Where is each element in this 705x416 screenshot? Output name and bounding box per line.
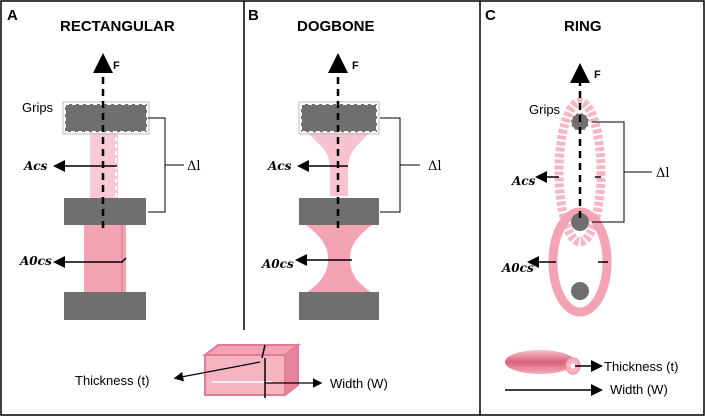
thickness-label-rect: Thickness (t) bbox=[75, 373, 149, 388]
force-label-c: F bbox=[594, 69, 601, 81]
grips-label-c: Grips bbox=[529, 102, 561, 117]
thickness-tick bbox=[261, 344, 266, 359]
panel-a-letter: A bbox=[7, 7, 18, 24]
rectangular-sample bbox=[84, 225, 126, 293]
delta-l-bracket-b bbox=[380, 117, 401, 213]
force-label-b: F bbox=[352, 60, 359, 72]
cross-section-top bbox=[202, 344, 301, 356]
delta-l-label-b: Δl bbox=[428, 159, 442, 174]
stretched-ring bbox=[554, 97, 606, 247]
tube-bore bbox=[570, 363, 576, 369]
acs-label-b: Acs bbox=[267, 159, 292, 173]
tube-body bbox=[505, 350, 575, 374]
panel-b-title: DOGBONE bbox=[297, 18, 375, 35]
delta-l-label-a: Δl bbox=[187, 159, 201, 174]
panel-c-letter: C bbox=[485, 7, 496, 24]
grip-bottom-b bbox=[299, 292, 379, 320]
a0cs-label-b: A0cs bbox=[261, 257, 294, 271]
cross-section-front bbox=[204, 354, 286, 396]
pin-middle bbox=[571, 213, 589, 231]
panel-a-title: RECTANGULAR bbox=[60, 18, 175, 35]
a0cs-label-a: A0cs bbox=[19, 254, 52, 268]
acs-label-c: Acs bbox=[511, 174, 536, 188]
width-label-ring: Width (W) bbox=[610, 382, 668, 397]
thickness-arrow-rect bbox=[173, 361, 261, 382]
cross-section-box: Thickness (t) Width (W) bbox=[75, 342, 388, 398]
panel-c-title: RING bbox=[564, 18, 602, 35]
grips-label-a: Grips bbox=[22, 100, 54, 115]
cross-section-side bbox=[284, 342, 299, 398]
a0cs-label-c: A0cs bbox=[501, 261, 534, 275]
force-label-a: F bbox=[113, 60, 120, 72]
thickness-label-ring: Thickness (t) bbox=[604, 359, 678, 374]
grip-middle-a bbox=[64, 198, 146, 225]
panel-c: C RING F Grips Acs A0cs Δl Thickness ( bbox=[485, 7, 678, 397]
grip-bottom-a bbox=[64, 292, 146, 320]
dogbone-sample bbox=[306, 225, 372, 293]
panel-b-letter: B bbox=[248, 7, 259, 24]
grip-top-dashed-a bbox=[64, 103, 148, 133]
width-label-rect: Width (W) bbox=[330, 376, 388, 391]
acs-label-a: Acs bbox=[23, 159, 48, 173]
delta-l-label-c: Δl bbox=[656, 166, 670, 181]
pin-bottom bbox=[571, 282, 589, 300]
panel-a: A RECTANGULAR F Grips Acs A0cs Δl bbox=[7, 7, 201, 320]
panel-b: B DOGBONE F Acs A0cs Δl bbox=[248, 7, 442, 320]
delta-l-bracket-a bbox=[148, 117, 166, 213]
